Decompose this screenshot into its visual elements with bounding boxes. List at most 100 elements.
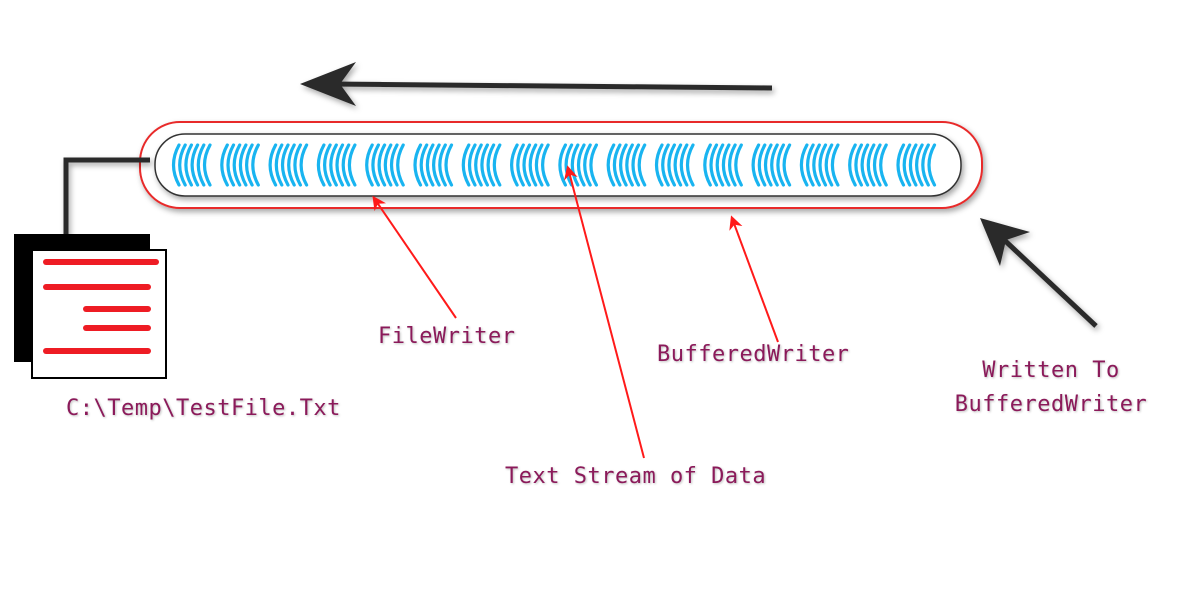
stream-wave-arc	[347, 143, 357, 187]
stream-wave-group	[413, 143, 454, 187]
stream-wave-arc	[908, 143, 918, 187]
stream-wave-arc	[927, 143, 937, 187]
stream-wave-arc	[329, 143, 338, 187]
stream-wave-arc	[365, 143, 374, 187]
stream-wave-arc	[480, 143, 489, 187]
stream-wave-arc	[583, 143, 592, 187]
stream-wave-arc	[293, 143, 302, 187]
stream-wave-arc	[413, 143, 423, 187]
top-flow-arrow-icon	[300, 62, 773, 106]
stream-wave-arc	[474, 143, 483, 187]
stream-wave-group	[268, 143, 309, 187]
stream-wave-arc	[438, 143, 447, 187]
stream-wave-arc	[184, 143, 193, 187]
stream-wave-arc	[251, 143, 260, 187]
stream-wave-arc	[896, 143, 906, 187]
stream-wave-arc	[734, 143, 743, 187]
stream-wave-arc	[202, 143, 212, 187]
stream-wave-arc	[316, 143, 326, 187]
stream-wave-arc	[432, 143, 441, 187]
stream-wave-arc	[799, 143, 809, 187]
stream-wave-arc	[667, 143, 676, 187]
stream-wave-group	[606, 143, 647, 187]
stream-wave-arc	[631, 143, 641, 187]
stream-wave-arc	[637, 143, 647, 187]
stream-wave-arc	[287, 143, 296, 187]
stream-wave-arc	[915, 143, 924, 187]
text-stream-pointer-arrow	[564, 165, 645, 459]
stream-wave-arc	[171, 143, 181, 187]
stream-wave-arc	[299, 143, 309, 187]
stream-wave-arc	[245, 143, 254, 187]
written-to-label-line1: Written To	[982, 358, 1120, 383]
stream-wave-arc	[806, 143, 815, 187]
stream-wave-arc	[818, 143, 828, 187]
stream-wave-arc	[661, 143, 670, 187]
file-writer-label: FileWriter	[378, 324, 516, 349]
stream-wave-arc	[848, 143, 857, 187]
stream-wave-arc	[541, 143, 550, 187]
stream-wave-group	[703, 143, 743, 187]
stream-wave-arc	[763, 143, 773, 187]
stream-wave-arc	[866, 143, 876, 187]
stream-wave-arc	[396, 143, 405, 187]
stream-wave-arc	[625, 143, 634, 187]
stream-wave-arc	[268, 143, 278, 187]
file-writer-pointer-arrow	[372, 195, 457, 319]
stream-wave-arc	[528, 143, 538, 187]
stream-wave-arc	[879, 143, 888, 187]
stream-wave-arc	[510, 143, 519, 187]
stream-wave-arc	[612, 143, 622, 187]
stream-wave-arc	[703, 143, 712, 187]
stream-wave-arc	[679, 143, 689, 187]
buffered-writer-pointer-arrow	[729, 215, 779, 343]
stream-wave-arc	[776, 143, 785, 187]
stream-wave-arc	[709, 143, 719, 187]
stream-wave-arc	[854, 143, 863, 187]
stream-wave-arc	[751, 143, 761, 187]
stream-wave-group	[558, 143, 598, 187]
stream-wave-arc	[715, 143, 725, 187]
stream-wave-arc	[274, 143, 284, 187]
stream-wave-arc	[619, 143, 628, 187]
stream-wave-arc	[425, 143, 435, 187]
stream-wave-arc	[492, 143, 502, 187]
text-stream-label: Text Stream of Data	[505, 464, 767, 489]
stream-wave-arc	[486, 143, 496, 187]
stream-wave-arc	[371, 143, 380, 187]
stream-wave-group	[896, 143, 937, 187]
written-to-label-line2: BufferedWriter	[954, 392, 1148, 417]
stream-wave-arc	[196, 143, 206, 187]
file-writer-pipe	[154, 133, 962, 197]
stream-wave-arc	[220, 143, 229, 187]
stream-wave-arc	[824, 143, 834, 187]
stream-wave-group	[654, 143, 695, 187]
stream-wave-arc	[902, 143, 912, 187]
stream-wave-arc	[534, 143, 544, 187]
stream-wave-arc	[383, 143, 393, 187]
file-path-label: C:\Temp\TestFile.Txt	[66, 396, 341, 421]
stream-wave-group	[461, 143, 502, 187]
stream-wave-group	[799, 143, 840, 187]
stream-wave-arc	[654, 143, 664, 187]
stream-wave-arc	[782, 143, 792, 187]
stream-wave-arc	[757, 143, 767, 187]
stream-wave-arc	[419, 143, 429, 187]
stream-wave-arc	[232, 143, 242, 187]
stream-wave-arc	[461, 143, 471, 187]
stream-wave-arc	[589, 143, 598, 187]
stream-wave-arc	[323, 143, 332, 187]
stream-wave-arc	[558, 143, 567, 187]
stream-wave-arc	[516, 143, 525, 187]
stream-wave-arc	[226, 143, 236, 187]
stream-wave-arc	[830, 143, 840, 187]
stream-wave-arc	[570, 143, 580, 187]
stream-wave-arc	[564, 143, 574, 187]
stream-wave-arc	[673, 143, 683, 187]
stream-wave-arc	[444, 143, 454, 187]
stream-wave-group	[848, 143, 888, 187]
buffered-writer-label: BufferedWriter	[657, 342, 850, 367]
stream-wave-group	[510, 143, 550, 187]
stream-wave-arc	[389, 143, 399, 187]
